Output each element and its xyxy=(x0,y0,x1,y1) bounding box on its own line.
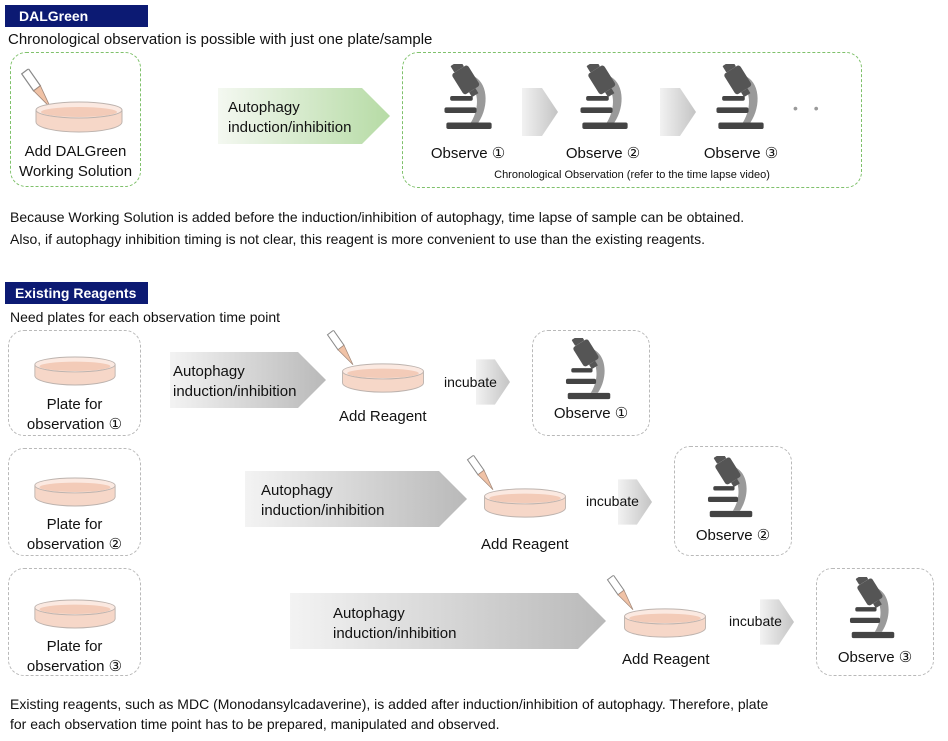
existing-badge: Existing Reagents xyxy=(5,282,148,304)
add-reagent-label: Add Reagent xyxy=(622,651,710,668)
autophagy-arrow xyxy=(245,471,467,527)
dish-icon xyxy=(33,476,117,508)
plate-box-3 xyxy=(8,568,141,676)
plate-box-1 xyxy=(8,330,141,436)
chronological-caption: Chronological Observation (refer to the … xyxy=(494,169,770,181)
observe-label: Observe ① xyxy=(553,405,629,422)
dish-icon xyxy=(34,100,124,134)
incubate-label: incubate xyxy=(444,374,497,390)
chevron-arrow xyxy=(660,88,696,136)
dalgreen-badge: DALGreen xyxy=(5,5,148,27)
autophagy-arrow xyxy=(290,593,606,649)
observe-box-3 xyxy=(816,568,934,676)
add-reagent-label: Add Reagent xyxy=(339,408,427,425)
plate-box-2 xyxy=(8,448,141,556)
dalgreen-subtitle: Chronological observation is possible wi… xyxy=(8,31,433,48)
existing-note-2: for each observation time point has to b… xyxy=(10,716,500,732)
microscope-icon xyxy=(440,64,498,130)
autophagy-arrow xyxy=(218,88,390,144)
dalgreen-note-2: Also, if autophagy inhibition timing is … xyxy=(10,231,705,247)
observe-box-2 xyxy=(674,446,792,556)
continuation-dots: • • xyxy=(793,100,825,116)
autophagy-arrow xyxy=(170,352,326,408)
chevron-arrow xyxy=(476,359,510,405)
chevron-arrow xyxy=(618,479,652,525)
observe-label: Observe ③ xyxy=(837,649,913,666)
dish-icon xyxy=(482,487,568,519)
incubate-label: incubate xyxy=(586,493,639,509)
existing-subtitle: Need plates for each observation time po… xyxy=(10,309,281,325)
add-reagent-label: Add Reagent xyxy=(481,536,569,553)
existing-note-1: Existing reagents, such as MDC (Monodans… xyxy=(10,696,769,712)
microscope-icon xyxy=(846,577,900,639)
incubate-label: incubate xyxy=(729,613,782,629)
observe-label: Observe ② xyxy=(695,527,771,544)
add-dalgreen-box xyxy=(10,52,141,187)
observe-label-1: Observe ① xyxy=(430,145,506,162)
dish-icon xyxy=(33,355,117,387)
observe-box-1 xyxy=(532,330,650,436)
microscope-icon xyxy=(562,338,616,400)
dish-icon xyxy=(622,607,708,639)
dish-icon xyxy=(33,598,117,630)
dish-icon xyxy=(340,362,426,394)
chevron-arrow xyxy=(760,599,794,645)
microscope-icon xyxy=(576,64,634,130)
microscope-icon xyxy=(704,456,758,518)
observe-label-2: Observe ② xyxy=(565,145,641,162)
microscope-icon xyxy=(712,64,770,130)
dalgreen-note-1: Because Working Solution is added before… xyxy=(10,209,745,225)
observe-label-3: Observe ③ xyxy=(703,145,779,162)
chevron-arrow xyxy=(522,88,558,136)
chronological-observation-box xyxy=(402,52,862,188)
